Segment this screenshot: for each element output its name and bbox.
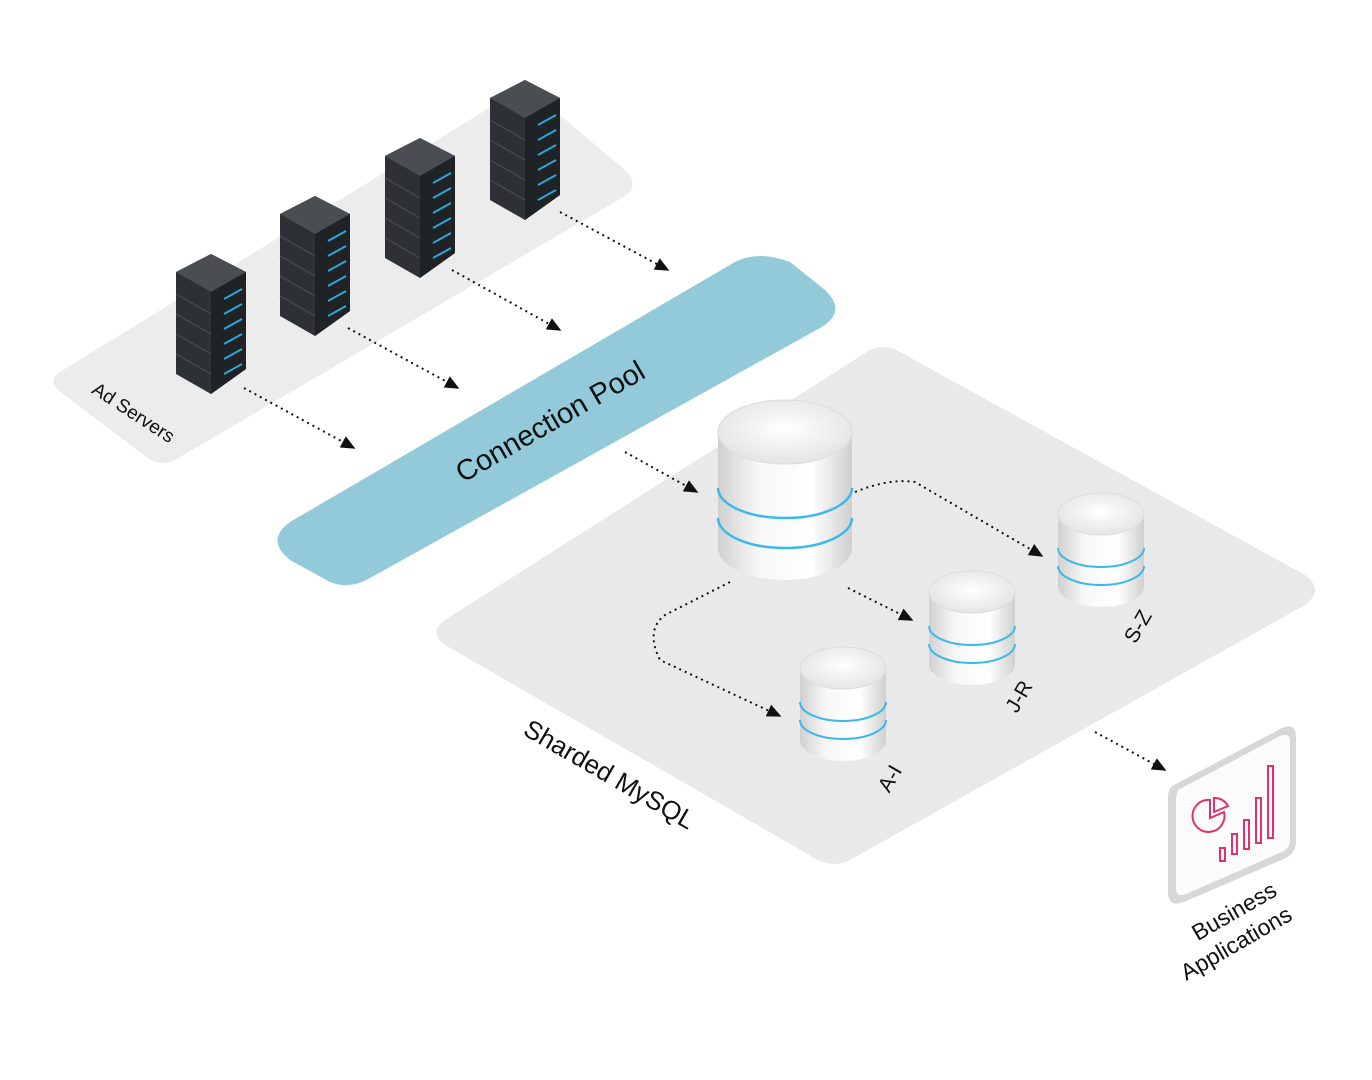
server-to-pool-arrows: [243, 211, 670, 449]
business-chart-icon: [1168, 726, 1296, 904]
database-cylinder-icon: [799, 646, 887, 761]
arrow: [347, 327, 460, 389]
pool-to-db-arrow: [624, 451, 699, 493]
server-rack-icon: [175, 254, 246, 394]
arrow: [243, 387, 356, 449]
arrow: [652, 581, 782, 717]
db-to-shard-arrows: [652, 480, 1044, 717]
database-cylinder-icon: [716, 399, 854, 580]
connection-pool-band: [277, 256, 836, 586]
arrow: [559, 211, 670, 271]
arrow: [451, 269, 562, 331]
db-to-business-arrow: [1094, 731, 1167, 771]
server-rack-icon: [489, 80, 560, 220]
database-cylinder-icon: [1057, 492, 1145, 607]
sharded-mysql-platform: [436, 346, 1315, 864]
arrow: [854, 480, 1044, 557]
database-cylinder-icon: [928, 570, 1016, 685]
server-rack-icon: [279, 196, 350, 336]
server-rack-icon: [384, 138, 455, 278]
